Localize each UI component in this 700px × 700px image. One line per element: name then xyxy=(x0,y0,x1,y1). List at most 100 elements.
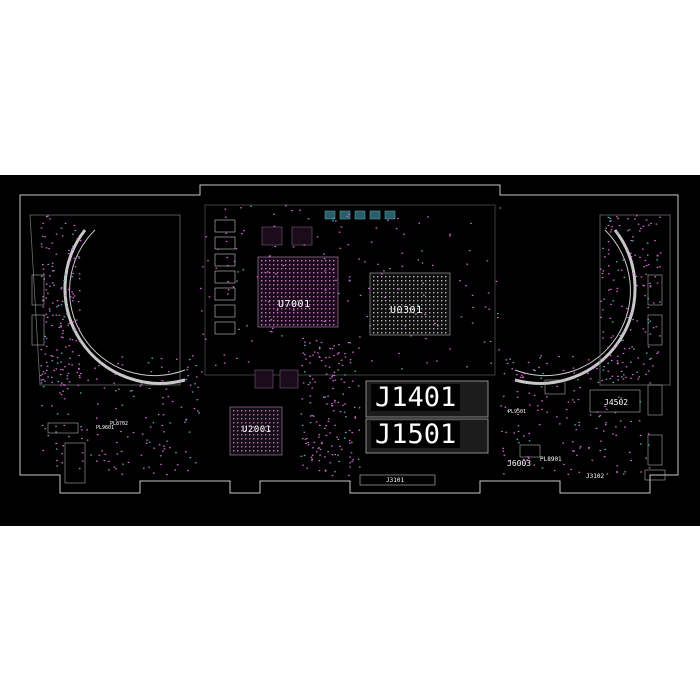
component-pad xyxy=(347,300,349,302)
component-pad xyxy=(130,377,133,379)
bga-ball xyxy=(253,430,255,432)
component-pad xyxy=(320,359,323,362)
component-pad xyxy=(617,379,620,381)
bga-ball xyxy=(317,296,319,298)
bga-ball xyxy=(301,296,303,298)
bga-ball xyxy=(413,300,415,302)
bga-ball xyxy=(389,288,391,290)
bga-ball xyxy=(309,316,311,318)
component-pad xyxy=(56,356,59,359)
bga-ball xyxy=(325,292,327,294)
bga-ball xyxy=(401,280,403,282)
component-pad xyxy=(176,464,179,466)
bga-ball xyxy=(397,300,399,302)
component-pad xyxy=(115,407,117,410)
bga-ball xyxy=(297,320,299,322)
bga-ball xyxy=(281,308,283,310)
bga-ball xyxy=(293,276,295,278)
bga-ball xyxy=(261,430,263,432)
bga-ball xyxy=(381,280,383,282)
component-pad xyxy=(78,278,81,280)
component-pad xyxy=(309,415,312,417)
component-pad xyxy=(224,208,227,210)
component-pad xyxy=(340,226,343,228)
component-pad xyxy=(46,316,49,318)
component-pad xyxy=(309,355,311,357)
component-pad xyxy=(612,381,614,383)
component-pad xyxy=(483,341,486,343)
bga-ball xyxy=(373,312,375,314)
bga-ball xyxy=(381,328,383,330)
component-pad xyxy=(600,316,602,318)
bga-ball xyxy=(385,276,387,278)
component-pad xyxy=(507,410,509,412)
component-pad xyxy=(623,331,625,333)
u0301-ball-grid xyxy=(373,276,447,334)
component-pad xyxy=(56,362,59,364)
bga-ball xyxy=(261,264,263,266)
bga-ball xyxy=(401,316,403,318)
bga-ball xyxy=(281,272,283,274)
component-pad xyxy=(502,395,505,397)
component-pad xyxy=(611,375,614,377)
bga-ball xyxy=(313,312,315,314)
component-pad xyxy=(644,331,647,333)
bga-ball xyxy=(289,304,291,306)
bga-ball xyxy=(425,284,427,286)
component-pad xyxy=(301,398,304,400)
component-pad xyxy=(349,439,351,441)
bga-ball xyxy=(261,312,263,314)
component-pad xyxy=(302,352,305,354)
bga-ball xyxy=(417,316,419,318)
component-pad xyxy=(66,375,69,377)
component-pad xyxy=(599,450,601,452)
bga-ball xyxy=(253,414,255,416)
component-pad xyxy=(595,427,598,429)
component-pad xyxy=(121,364,124,366)
bga-ball xyxy=(393,332,395,334)
bga-ball xyxy=(445,276,447,278)
component-pad xyxy=(424,313,426,315)
bga-ball xyxy=(429,288,431,290)
component-pad xyxy=(311,454,314,456)
bga-ball xyxy=(273,276,275,278)
bga-ball xyxy=(265,260,267,262)
bga-ball xyxy=(385,332,387,334)
bga-ball xyxy=(313,316,315,318)
bga-ball xyxy=(437,292,439,294)
component-pad xyxy=(559,423,561,425)
bga-ball xyxy=(293,260,295,262)
component-pad xyxy=(638,420,641,422)
bga-ball xyxy=(313,320,315,322)
bga-ball xyxy=(437,296,439,298)
bga-ball xyxy=(265,300,267,302)
component-pad xyxy=(78,290,81,292)
component-pad xyxy=(536,405,539,407)
component-pad xyxy=(44,335,47,337)
bga-ball xyxy=(269,268,271,270)
u0301-label: U0301 xyxy=(390,305,423,316)
component-pad xyxy=(523,435,525,437)
component-pad xyxy=(340,378,343,380)
bga-ball xyxy=(301,312,303,314)
component-pad xyxy=(68,249,70,252)
component-pad xyxy=(320,341,323,344)
bga-ball xyxy=(301,268,303,270)
component-pad xyxy=(609,354,612,357)
component-pad xyxy=(202,333,205,335)
left-fan-arc xyxy=(63,229,186,385)
bga-ball xyxy=(409,296,411,298)
bga-ball xyxy=(329,288,331,290)
component-pad xyxy=(342,404,344,406)
component-pad xyxy=(179,381,182,383)
component-pad xyxy=(60,384,62,386)
bga-ball xyxy=(265,434,267,436)
bga-ball xyxy=(377,284,379,286)
component-pad xyxy=(115,390,117,392)
bga-ball xyxy=(417,312,419,314)
bga-ball xyxy=(273,260,275,262)
bga-ball xyxy=(445,292,447,294)
component-pad xyxy=(41,405,43,407)
component-pad xyxy=(328,356,331,358)
bga-ball xyxy=(313,272,315,274)
